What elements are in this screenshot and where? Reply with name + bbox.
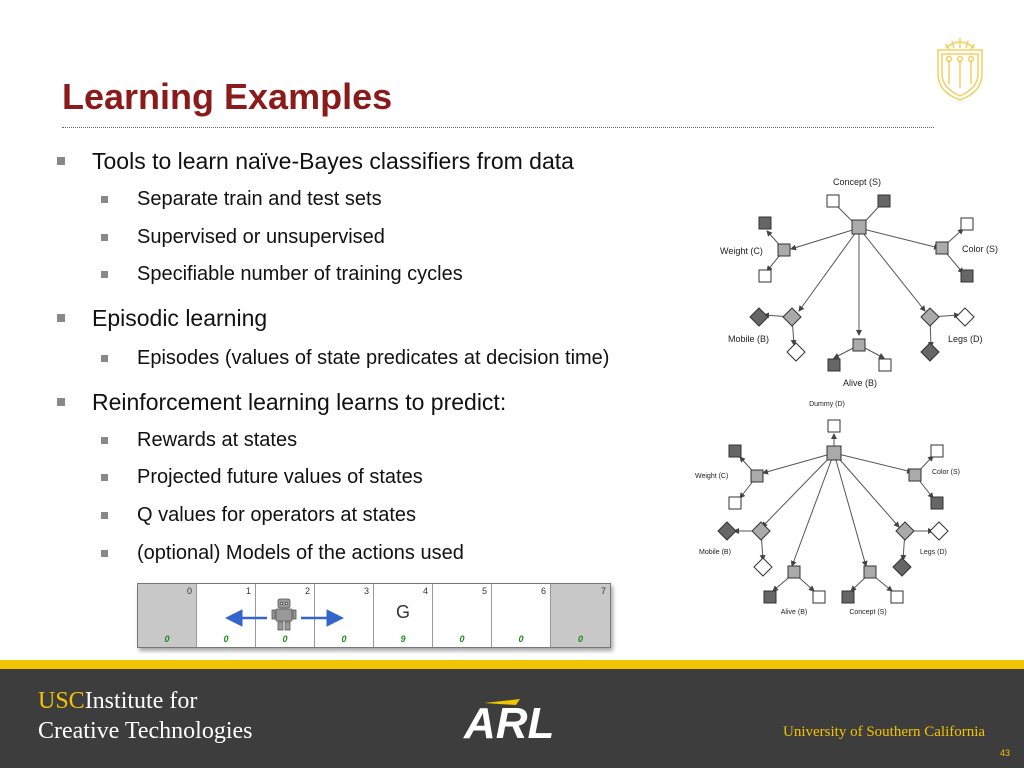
page-number: 43 [1000,748,1011,758]
node-label-legs: Legs (D) [920,549,947,556]
usc-ict-logo: USCInstitute for Creative Technologies [38,688,253,744]
cell-value: 0 [223,634,229,644]
node-label-legs: Legs (D) [948,334,983,344]
node-label-concept: Concept (S) [849,609,886,616]
bullet-square-icon [57,157,65,165]
footer-gold-band [0,660,1024,669]
sub-bullet: Projected future values of states [101,466,423,489]
cell-value: 0 [459,634,465,644]
cell-index: 0 [186,586,192,596]
bullet-square-icon [101,234,108,241]
cell-index: 4 [422,586,428,596]
bullet-square-icon [101,196,108,203]
node-label-color: Color (S) [932,469,960,476]
sub-bullet: Episodes (values of state predicates at … [101,347,609,370]
bullet-episodic-learning: Episodic learning [57,305,267,332]
arl-text: ARL [463,699,554,743]
bullet-naive-bayes: Tools to learn naïve-Bayes classifiers f… [57,148,574,175]
bullet-square-icon [101,437,108,444]
node-label-color: Color (S) [962,244,998,254]
bullet-square-icon [101,550,108,557]
cell-index: 1 [245,586,251,596]
title-divider [62,127,934,128]
node-label-alive: Alive (B) [843,378,877,388]
sub-bullet: Supervised or unsupervised [101,226,385,249]
node-label-mobile: Mobile (B) [699,549,731,556]
naive-bayes-network-diagram-dummy: Dummy (D) Weight (C) Color (S) Mobile (B… [695,401,960,616]
goal-marker: G [395,602,410,622]
node-label-weight: Weight (C) [720,246,763,256]
node-label-alive: Alive (B) [781,609,807,616]
sub-bullet: Rewards at states [101,429,297,452]
cell-value: 0 [282,634,288,644]
cell-index: 5 [481,586,487,596]
sub-bullet: (optional) Models of the actions used [101,542,464,565]
sub-bullet: Q values for operators at states [101,504,416,527]
node-label-mobile: Mobile (B) [728,334,769,344]
usc-seal-icon [937,38,983,101]
usc-wordmark: University of Southern California [783,724,986,740]
cell-index: 2 [304,586,310,596]
cell-value: 9 [400,634,406,644]
bullet-square-icon [101,512,108,519]
bullet-square-icon [57,314,65,322]
node-label-dummy: Dummy (D) [809,401,845,408]
node-label-weight: Weight (C) [695,473,728,480]
bullet-square-icon [101,271,108,278]
cell-value: 0 [341,634,347,644]
sub-bullet: Separate train and test sets [101,188,382,211]
bullet-square-icon [101,474,108,481]
cell-value: 0 [577,634,583,644]
cell-value: 0 [518,634,524,644]
footer [0,669,1024,768]
cell-index: 6 [540,586,546,596]
bullet-reinforcement-learning: Reinforcement learning learns to predict… [57,389,506,416]
bullet-square-icon [101,355,108,362]
node-label-concept: Concept (S) [833,177,881,187]
arl-logo: ARL [463,699,554,743]
naive-bayes-network-diagram: Concept (S) Weight (C) Color (S) Mobile … [720,177,998,388]
slide-title: Learning Examples [62,76,393,117]
cell-index: 3 [363,586,369,596]
cell-value: 0 [164,634,170,644]
sub-bullet: Specifiable number of training cycles [101,263,463,286]
bullet-square-icon [57,398,65,406]
cell-index: 7 [600,586,606,596]
